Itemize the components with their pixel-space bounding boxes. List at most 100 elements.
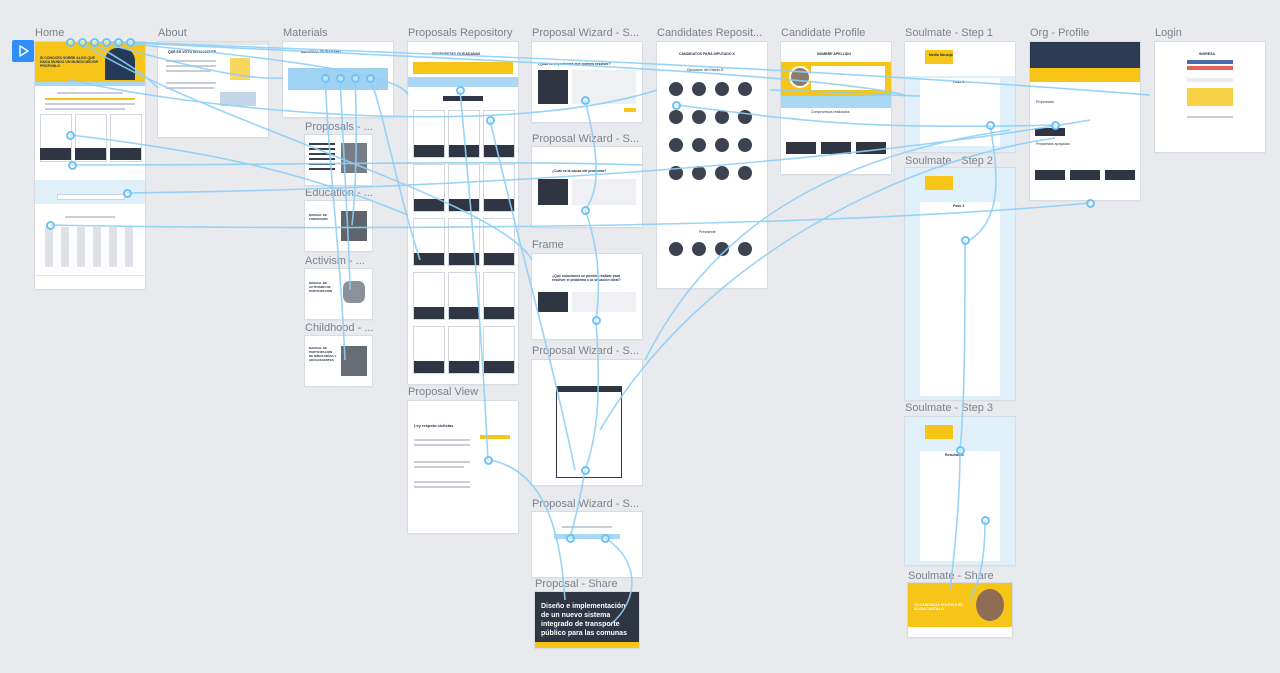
- artboard-education[interactable]: MANUAL DE FORMACIÓN: [305, 201, 372, 251]
- candidate-avatar[interactable]: [738, 82, 752, 96]
- link-hotspot[interactable]: [46, 221, 55, 230]
- link-hotspot[interactable]: [366, 74, 375, 83]
- link-hotspot[interactable]: [581, 96, 590, 105]
- candidate-avatar[interactable]: [692, 110, 706, 124]
- wizard-textarea[interactable]: [572, 292, 636, 312]
- proposal-card[interactable]: [483, 326, 515, 374]
- proposal-card[interactable]: [413, 326, 445, 374]
- frame-label-childhood[interactable]: Childhood - ...: [305, 322, 374, 334]
- frame-label-activism[interactable]: Activism - ...: [305, 255, 365, 267]
- proposal-card[interactable]: [448, 272, 480, 320]
- frame-label-org-profile[interactable]: Org - Profile: [1030, 27, 1090, 39]
- frame-label-proposal-wizard-2[interactable]: Proposal Wizard - S...: [532, 133, 639, 145]
- frame-label-frame[interactable]: Frame: [532, 239, 564, 251]
- proposal-card[interactable]: [483, 164, 515, 212]
- link-hotspot[interactable]: [566, 534, 575, 543]
- link-hotspot[interactable]: [90, 38, 99, 47]
- link-hotspot[interactable]: [114, 38, 123, 47]
- frame-label-materials[interactable]: Materials: [283, 27, 328, 39]
- home-search-input[interactable]: [57, 194, 125, 200]
- frame-label-candidate-profile[interactable]: Candidate Profile: [781, 27, 866, 39]
- link-hotspot[interactable]: [1051, 121, 1060, 130]
- candidate-avatar[interactable]: [669, 138, 683, 152]
- link-hotspot[interactable]: [68, 161, 77, 170]
- frame-label-proposal-share[interactable]: Proposal - Share: [535, 578, 618, 590]
- candidate-avatar[interactable]: [715, 82, 729, 96]
- artboard-proposal-share[interactable]: Diseño e implementación de un nuevo sist…: [535, 592, 639, 648]
- frame-label-proposal-wizard-4[interactable]: Proposal Wizard - S...: [532, 498, 639, 510]
- artboard-frame[interactable]: ¿Qué soluciones se pueden realizar para …: [532, 254, 642, 339]
- proposal-card[interactable]: [483, 272, 515, 320]
- candidate-avatar[interactable]: [738, 166, 752, 180]
- candidate-avatar[interactable]: [715, 242, 729, 256]
- frame-label-soulmate-step-2[interactable]: Soulmate - Step 2: [905, 155, 994, 167]
- candidate-avatar[interactable]: [692, 242, 706, 256]
- link-hotspot[interactable]: [126, 38, 135, 47]
- play-prototype-button[interactable]: [12, 40, 34, 62]
- candidate-avatar[interactable]: [669, 82, 683, 96]
- frame-label-proposal-wizard-1[interactable]: Proposal Wizard - S...: [532, 27, 639, 39]
- frame-label-proposals-sub[interactable]: Proposals - ...: [305, 121, 373, 133]
- link-hotspot[interactable]: [484, 456, 493, 465]
- proposal-card[interactable]: [448, 164, 480, 212]
- frame-label-candidates-repository[interactable]: Candidates Reposit...: [657, 27, 763, 39]
- login-facebook-button[interactable]: [1187, 60, 1233, 64]
- link-hotspot[interactable]: [66, 131, 75, 140]
- proposal-card[interactable]: [448, 218, 480, 266]
- proposal-card[interactable]: [448, 110, 480, 158]
- login-google-button[interactable]: [1187, 66, 1233, 70]
- candidate-avatar[interactable]: [669, 110, 683, 124]
- proposal-card[interactable]: [413, 272, 445, 320]
- artboard-proposal-view[interactable]: Ley respeto ciclistas: [408, 401, 518, 533]
- link-hotspot[interactable]: [986, 121, 995, 130]
- artboard-candidates-repository[interactable]: CANDIDATOS PARA DIPUTADO X Diputados del…: [657, 42, 767, 288]
- candidate-avatar[interactable]: [738, 138, 752, 152]
- frame-label-proposals-repository[interactable]: Proposals Repository: [408, 27, 513, 39]
- link-hotspot[interactable]: [123, 189, 132, 198]
- wizard-next-button[interactable]: [624, 108, 636, 112]
- frame-label-home[interactable]: Home: [35, 27, 65, 39]
- candidate-avatar[interactable]: [692, 138, 706, 152]
- link-hotspot[interactable]: [102, 38, 111, 47]
- link-hotspot[interactable]: [672, 101, 681, 110]
- link-hotspot[interactable]: [351, 74, 360, 83]
- candidate-avatar[interactable]: [692, 82, 706, 96]
- link-hotspot[interactable]: [78, 38, 87, 47]
- link-hotspot[interactable]: [336, 74, 345, 83]
- artboard-home[interactable]: SI CONOCES SOBRE ALGO QUE HAGA MUNDO UN …: [35, 42, 145, 289]
- link-hotspot[interactable]: [1086, 199, 1095, 208]
- frame-label-about[interactable]: About: [158, 27, 187, 39]
- candidate-avatar[interactable]: [692, 166, 706, 180]
- artboard-about[interactable]: QUÉ ES VOTO INTELIGENTE: [158, 42, 268, 137]
- frame-label-education[interactable]: Education - ...: [305, 187, 373, 199]
- link-hotspot[interactable]: [486, 116, 495, 125]
- frame-label-login[interactable]: Login: [1155, 27, 1182, 39]
- frame-label-soulmate-step-3[interactable]: Soulmate - Step 3: [905, 402, 994, 414]
- link-hotspot[interactable]: [961, 236, 970, 245]
- artboard-org-profile[interactable]: Propuestas Propuestas apoyadas: [1030, 42, 1140, 200]
- artboard-proposal-wizard-1[interactable]: ¿Qual es el problema que quieres resolve…: [532, 42, 642, 122]
- link-hotspot[interactable]: [956, 446, 965, 455]
- artboard-activism[interactable]: MANUAL DE ACTIVISMO DE PARTICIPACIÓN: [305, 269, 372, 319]
- artboard-proposal-wizard-4[interactable]: [532, 512, 642, 577]
- frame-label-soulmate-share[interactable]: Soulmate - Share: [908, 570, 994, 582]
- candidate-avatar[interactable]: [738, 242, 752, 256]
- proposal-card[interactable]: [413, 110, 445, 158]
- artboard-soulmate-step-1[interactable]: Media Naranja Paso 1: [905, 42, 1015, 152]
- artboard-soulmate-share[interactable]: TU CANDIDATA POLÍTICA ES ALICIA CASTILLO: [908, 583, 1012, 637]
- frame-label-proposal-wizard-3[interactable]: Proposal Wizard - S...: [532, 345, 639, 357]
- frame-label-proposal-view[interactable]: Proposal View: [408, 386, 479, 398]
- link-hotspot[interactable]: [456, 86, 465, 95]
- link-hotspot[interactable]: [581, 206, 590, 215]
- link-hotspot[interactable]: [592, 316, 601, 325]
- artboard-proposal-wizard-2[interactable]: ¿Cuál es la causa del problema?: [532, 147, 642, 227]
- artboard-login[interactable]: INGRESA: [1155, 42, 1265, 152]
- candidate-avatar[interactable]: [738, 110, 752, 124]
- candidate-avatar[interactable]: [715, 110, 729, 124]
- link-hotspot[interactable]: [981, 516, 990, 525]
- candidate-avatar[interactable]: [715, 166, 729, 180]
- proposal-card[interactable]: [413, 218, 445, 266]
- wizard-textarea[interactable]: [572, 179, 636, 205]
- artboard-soulmate-step-2[interactable]: Paso 2: [905, 168, 1015, 400]
